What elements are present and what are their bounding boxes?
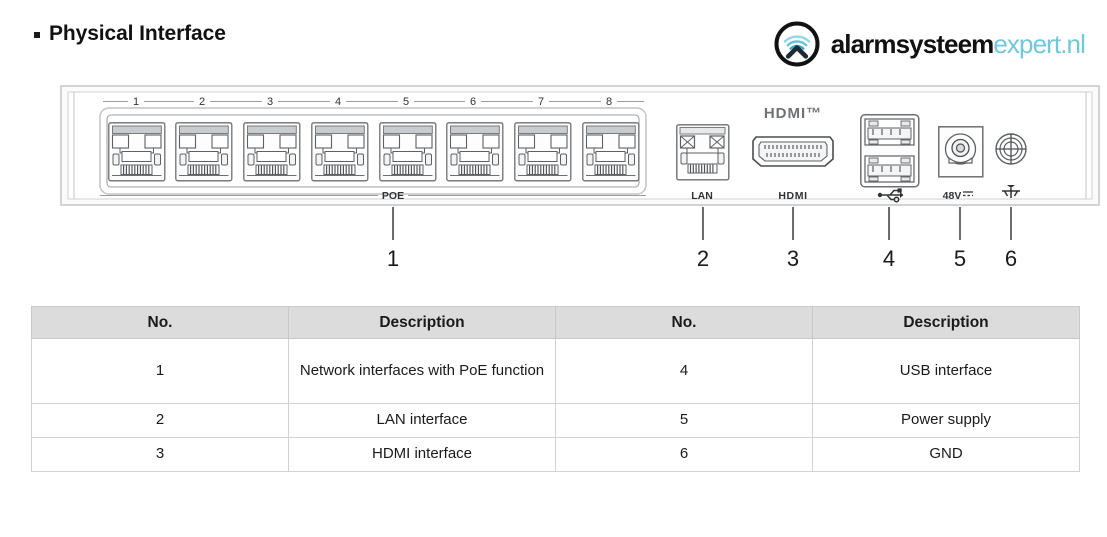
column-header-no-right: No. xyxy=(555,306,813,339)
cell-no: 5 xyxy=(555,403,813,438)
cell-no: 6 xyxy=(555,437,813,472)
poe-port-number: 2 xyxy=(199,96,205,108)
cell-desc: Network interfaces with PoE function xyxy=(288,338,556,404)
table-row: 1 Network interfaces with PoE function 4… xyxy=(31,338,1080,404)
callout-number: 1 xyxy=(387,246,399,271)
poe-label: POE xyxy=(382,190,404,202)
callout-number: 5 xyxy=(954,246,966,271)
table-header-row: No. Description No. Description xyxy=(31,306,1080,339)
usb-trident-icon xyxy=(877,188,904,203)
column-header-no-left: No. xyxy=(31,306,289,339)
alarmsysteem-signal-circle-icon xyxy=(774,21,820,67)
ground-symbol-icon xyxy=(1002,185,1020,198)
brand-secondary: expert.nl xyxy=(993,29,1086,59)
poe-port-number: 3 xyxy=(267,96,273,108)
callout-number: 3 xyxy=(787,246,799,271)
cell-no: 1 xyxy=(31,338,289,404)
cell-desc: LAN interface xyxy=(288,403,556,438)
poe-port-number: 5 xyxy=(403,96,409,108)
brand-wordmark: alarmsysteemexpert.nl xyxy=(830,29,1086,59)
poe-port-number: 7 xyxy=(538,96,544,108)
callout-number: 4 xyxy=(883,246,895,271)
poe-port-number: 1 xyxy=(133,96,139,108)
table-row: 3 HDMI interface 6 GND xyxy=(31,437,1080,472)
callout-number: 6 xyxy=(1005,246,1017,271)
square-bullet-icon xyxy=(34,32,40,38)
interface-description-table: No. Description No. Description 1 Networ… xyxy=(31,306,1080,472)
page-header: Physical Interface alarmsysteemexpert.nl xyxy=(0,0,1107,82)
column-header-desc-left: Description xyxy=(288,306,556,339)
callout-number: 2 xyxy=(697,246,709,271)
lan-label: LAN xyxy=(691,190,713,202)
poe-port-number: 6 xyxy=(470,96,476,108)
cell-no: 2 xyxy=(31,403,289,438)
cell-no: 3 xyxy=(31,437,289,472)
poe-port-number: 4 xyxy=(335,96,341,108)
hdmi-label: HDMI xyxy=(778,190,807,202)
poe-port-number: 8 xyxy=(606,96,612,108)
brand-logo: alarmsysteemexpert.nl xyxy=(774,21,1086,67)
table-row: 2 LAN interface 5 Power supply xyxy=(31,403,1080,438)
column-header-desc-right: Description xyxy=(812,306,1080,339)
cell-desc: GND xyxy=(812,437,1080,472)
cell-desc: HDMI interface xyxy=(288,437,556,472)
hdmi-logo-label: HDMI™ xyxy=(764,105,822,122)
cell-desc: Power supply xyxy=(812,403,1080,438)
page-title: Physical Interface xyxy=(49,22,226,45)
cell-desc: USB interface xyxy=(812,338,1080,404)
brand-primary: alarmsysteem xyxy=(830,29,995,59)
device-rear-panel-figure: 1 2 3 4 5 6 7 8 POE xyxy=(0,82,1107,287)
page-title-group: Physical Interface xyxy=(34,22,226,46)
cell-no: 4 xyxy=(555,338,813,404)
ground-screw xyxy=(995,133,1027,165)
power-label-group: 48V xyxy=(943,190,973,202)
power-label: 48V xyxy=(943,190,962,202)
